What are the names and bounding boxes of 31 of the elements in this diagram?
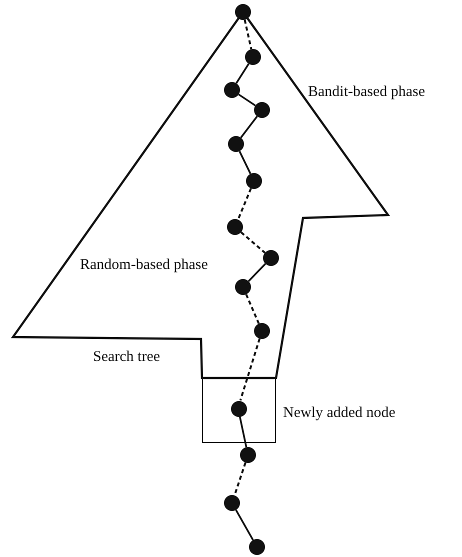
tree-node-dot [227,219,243,235]
node-caption: Newly added node [283,404,396,422]
tree-node-dot [246,173,262,189]
tree-node-dot [245,49,261,65]
tree-node-dot [228,136,244,152]
tree-node-dot [235,279,251,295]
tree-edge [235,510,254,540]
tree-node-dot [231,401,247,417]
tree-edge [240,116,258,138]
tree-node-dot [240,447,256,463]
tree-edge [236,63,250,84]
tree-node-dot [254,102,270,118]
tree-label: Search tree [93,348,160,366]
tree-edge [238,416,248,448]
tree-edge [245,294,260,324]
tree-edge [248,263,266,282]
tree-node-dot [224,495,240,511]
phase-label: Random-based phase [80,256,208,274]
phase-label: Bandit-based phase [308,83,426,101]
tree-edge [238,150,252,174]
tree-node-dot [224,82,240,98]
tree-edge [234,462,246,496]
tree-node-dot [235,4,251,20]
highlight-box [202,378,276,443]
tree-edge [240,231,266,254]
tree-edge [237,188,252,220]
tree-node-dot [263,250,279,266]
tree-node-dot [249,539,265,555]
tree-node-dot [254,323,270,339]
tree-edge [239,338,261,401]
tree-edge [238,94,256,106]
